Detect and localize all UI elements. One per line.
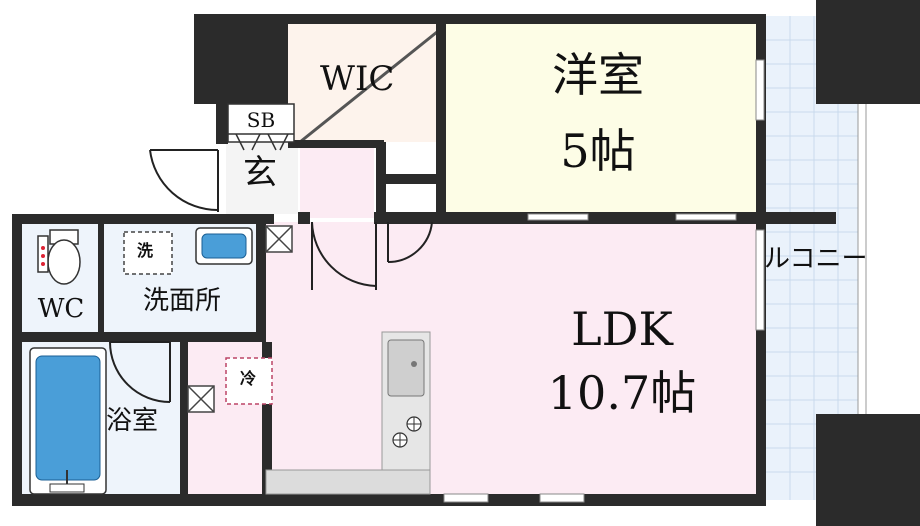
western-room-size: 5帖 [560, 124, 636, 178]
entrance-floor [226, 142, 298, 214]
ldk-label: LDK [571, 302, 673, 356]
wic-label: WIC [320, 59, 395, 99]
pipe-shafts [187, 225, 293, 413]
fridge-tag: 冷 [240, 369, 257, 388]
bathroom-label: 浴室 [106, 406, 159, 436]
wic-diagonal [299, 26, 443, 144]
bathroom-door [109, 341, 171, 403]
ldk-floor [266, 222, 756, 494]
kitchen-counter [265, 331, 431, 495]
wic-floor [288, 24, 442, 142]
ldk-doors [311, 221, 433, 290]
washer-space [123, 231, 173, 275]
toilet-fixture [37, 229, 81, 285]
ldk-size: 10.7帖 [547, 366, 697, 420]
western-room-label: 洋室 [552, 48, 644, 102]
entrance-door [149, 149, 219, 212]
bathtub [29, 347, 107, 495]
shoe-box-label: SB [246, 108, 276, 132]
windows [443, 59, 765, 503]
western-room-floor [446, 24, 756, 216]
shoe-box [227, 103, 295, 151]
hall-floor [300, 148, 374, 218]
washer-tag: 洗 [137, 241, 154, 260]
balcony-label: ルコニー [764, 244, 868, 274]
washroom-label: 洗面所 [142, 286, 222, 316]
fridge-space [225, 357, 273, 405]
entrance-label: 玄 [243, 153, 277, 193]
wash-basin [195, 227, 253, 265]
wc-label: WC [37, 294, 85, 324]
